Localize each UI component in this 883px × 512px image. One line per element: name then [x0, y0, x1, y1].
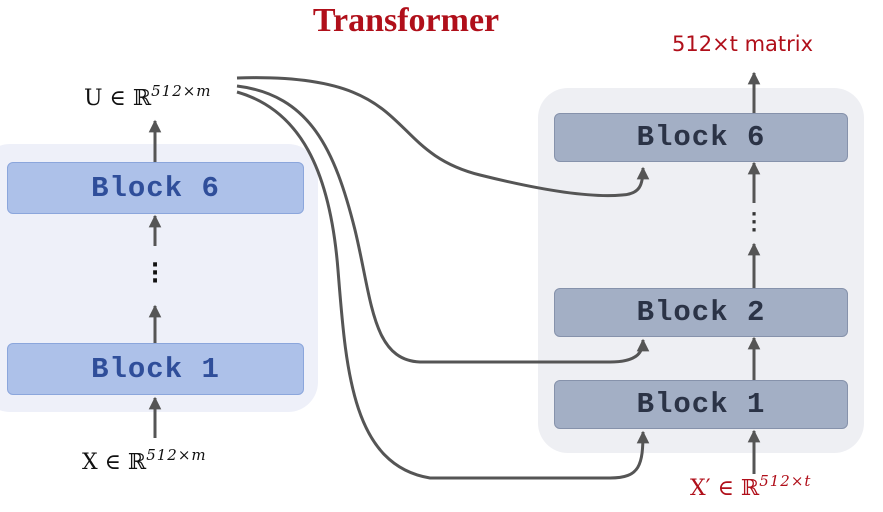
decoder-output-label: 512×t matrix: [672, 32, 814, 56]
decoder-block-2: Block 2: [554, 288, 848, 337]
encoder-block-6: Block 6: [7, 162, 304, 214]
u-symbol: U ∈ ℝ: [84, 86, 152, 111]
wire-u-to-dec-block6: [236, 76, 650, 198]
decoder-input-label: X′ ∈ ℝ512×t: [690, 472, 811, 501]
diagram-title: Transformer: [312, 2, 500, 39]
encoder-block-1: Block 1: [7, 343, 304, 395]
decoder-ellipsis: ···: [750, 204, 758, 241]
u-dims: 512×m: [151, 82, 212, 100]
x-dims: 512×m: [146, 446, 207, 464]
encoder-ellipsis: ···: [150, 253, 160, 294]
decoder-block-6: Block 6: [554, 113, 848, 162]
wire-u-to-dec-block1: [236, 90, 650, 480]
decoder-block-1: Block 1: [554, 380, 848, 429]
x-symbol: X ∈ ℝ: [82, 450, 147, 475]
encoder-input-label: X ∈ ℝ512×m: [82, 446, 207, 475]
xprime-symbol: X′ ∈ ℝ: [690, 476, 760, 501]
wire-u-to-dec-block2: [236, 84, 650, 364]
encoder-output-label: U ∈ ℝ512×m: [84, 82, 212, 111]
xprime-dims: 512×t: [759, 472, 812, 490]
